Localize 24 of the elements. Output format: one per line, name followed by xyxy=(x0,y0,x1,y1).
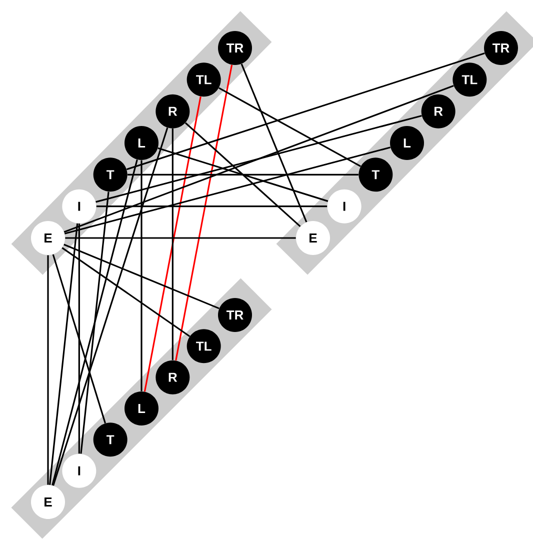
connector-line xyxy=(184,122,301,228)
connector-line xyxy=(80,192,110,454)
connector-line xyxy=(140,160,142,392)
connector-line xyxy=(158,147,328,202)
connector-line xyxy=(96,114,422,203)
connector-line xyxy=(175,64,233,361)
connector-line xyxy=(65,237,296,239)
connector-line xyxy=(128,174,358,176)
connector-line xyxy=(96,206,328,208)
connector-line xyxy=(172,128,174,360)
connector-line xyxy=(126,52,485,170)
connector-line xyxy=(62,247,190,338)
connector-line xyxy=(52,159,138,486)
connector-line xyxy=(78,224,80,454)
connector-line xyxy=(52,127,168,486)
connector-line xyxy=(52,254,106,424)
connector-line xyxy=(49,223,78,485)
connector-line xyxy=(64,146,391,234)
connector-line xyxy=(218,87,361,168)
connector-line xyxy=(144,96,202,392)
connector-line xyxy=(64,244,220,310)
connector-line xyxy=(240,64,308,222)
connector-line xyxy=(64,84,454,233)
connector-line xyxy=(47,255,49,485)
